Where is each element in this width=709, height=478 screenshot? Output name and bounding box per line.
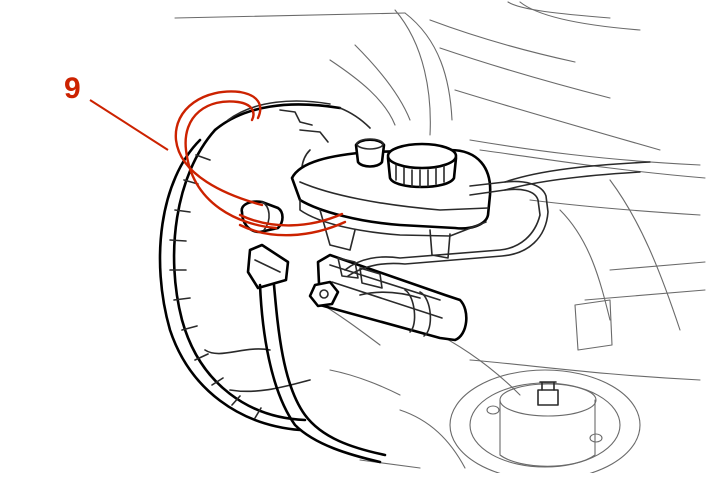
callout-number: 9 — [64, 72, 81, 105]
vacuum-line — [246, 243, 387, 464]
strut-top-mount — [449, 369, 641, 478]
vacuum-hose-highlight — [89, 90, 347, 237]
fluid-reservoir — [290, 138, 492, 259]
vacuum-hose-outer — [174, 90, 264, 207]
vacuum-hose-inner — [184, 100, 278, 230]
brake-booster — [158, 100, 401, 432]
vacuum-hose-lower — [238, 220, 347, 237]
callout-leader-line — [89, 99, 169, 151]
background-engine-bay — [174, 1, 706, 469]
vacuum-hose-lower-2 — [238, 212, 344, 227]
master-cylinder — [308, 253, 468, 342]
brake-lines — [344, 161, 651, 299]
